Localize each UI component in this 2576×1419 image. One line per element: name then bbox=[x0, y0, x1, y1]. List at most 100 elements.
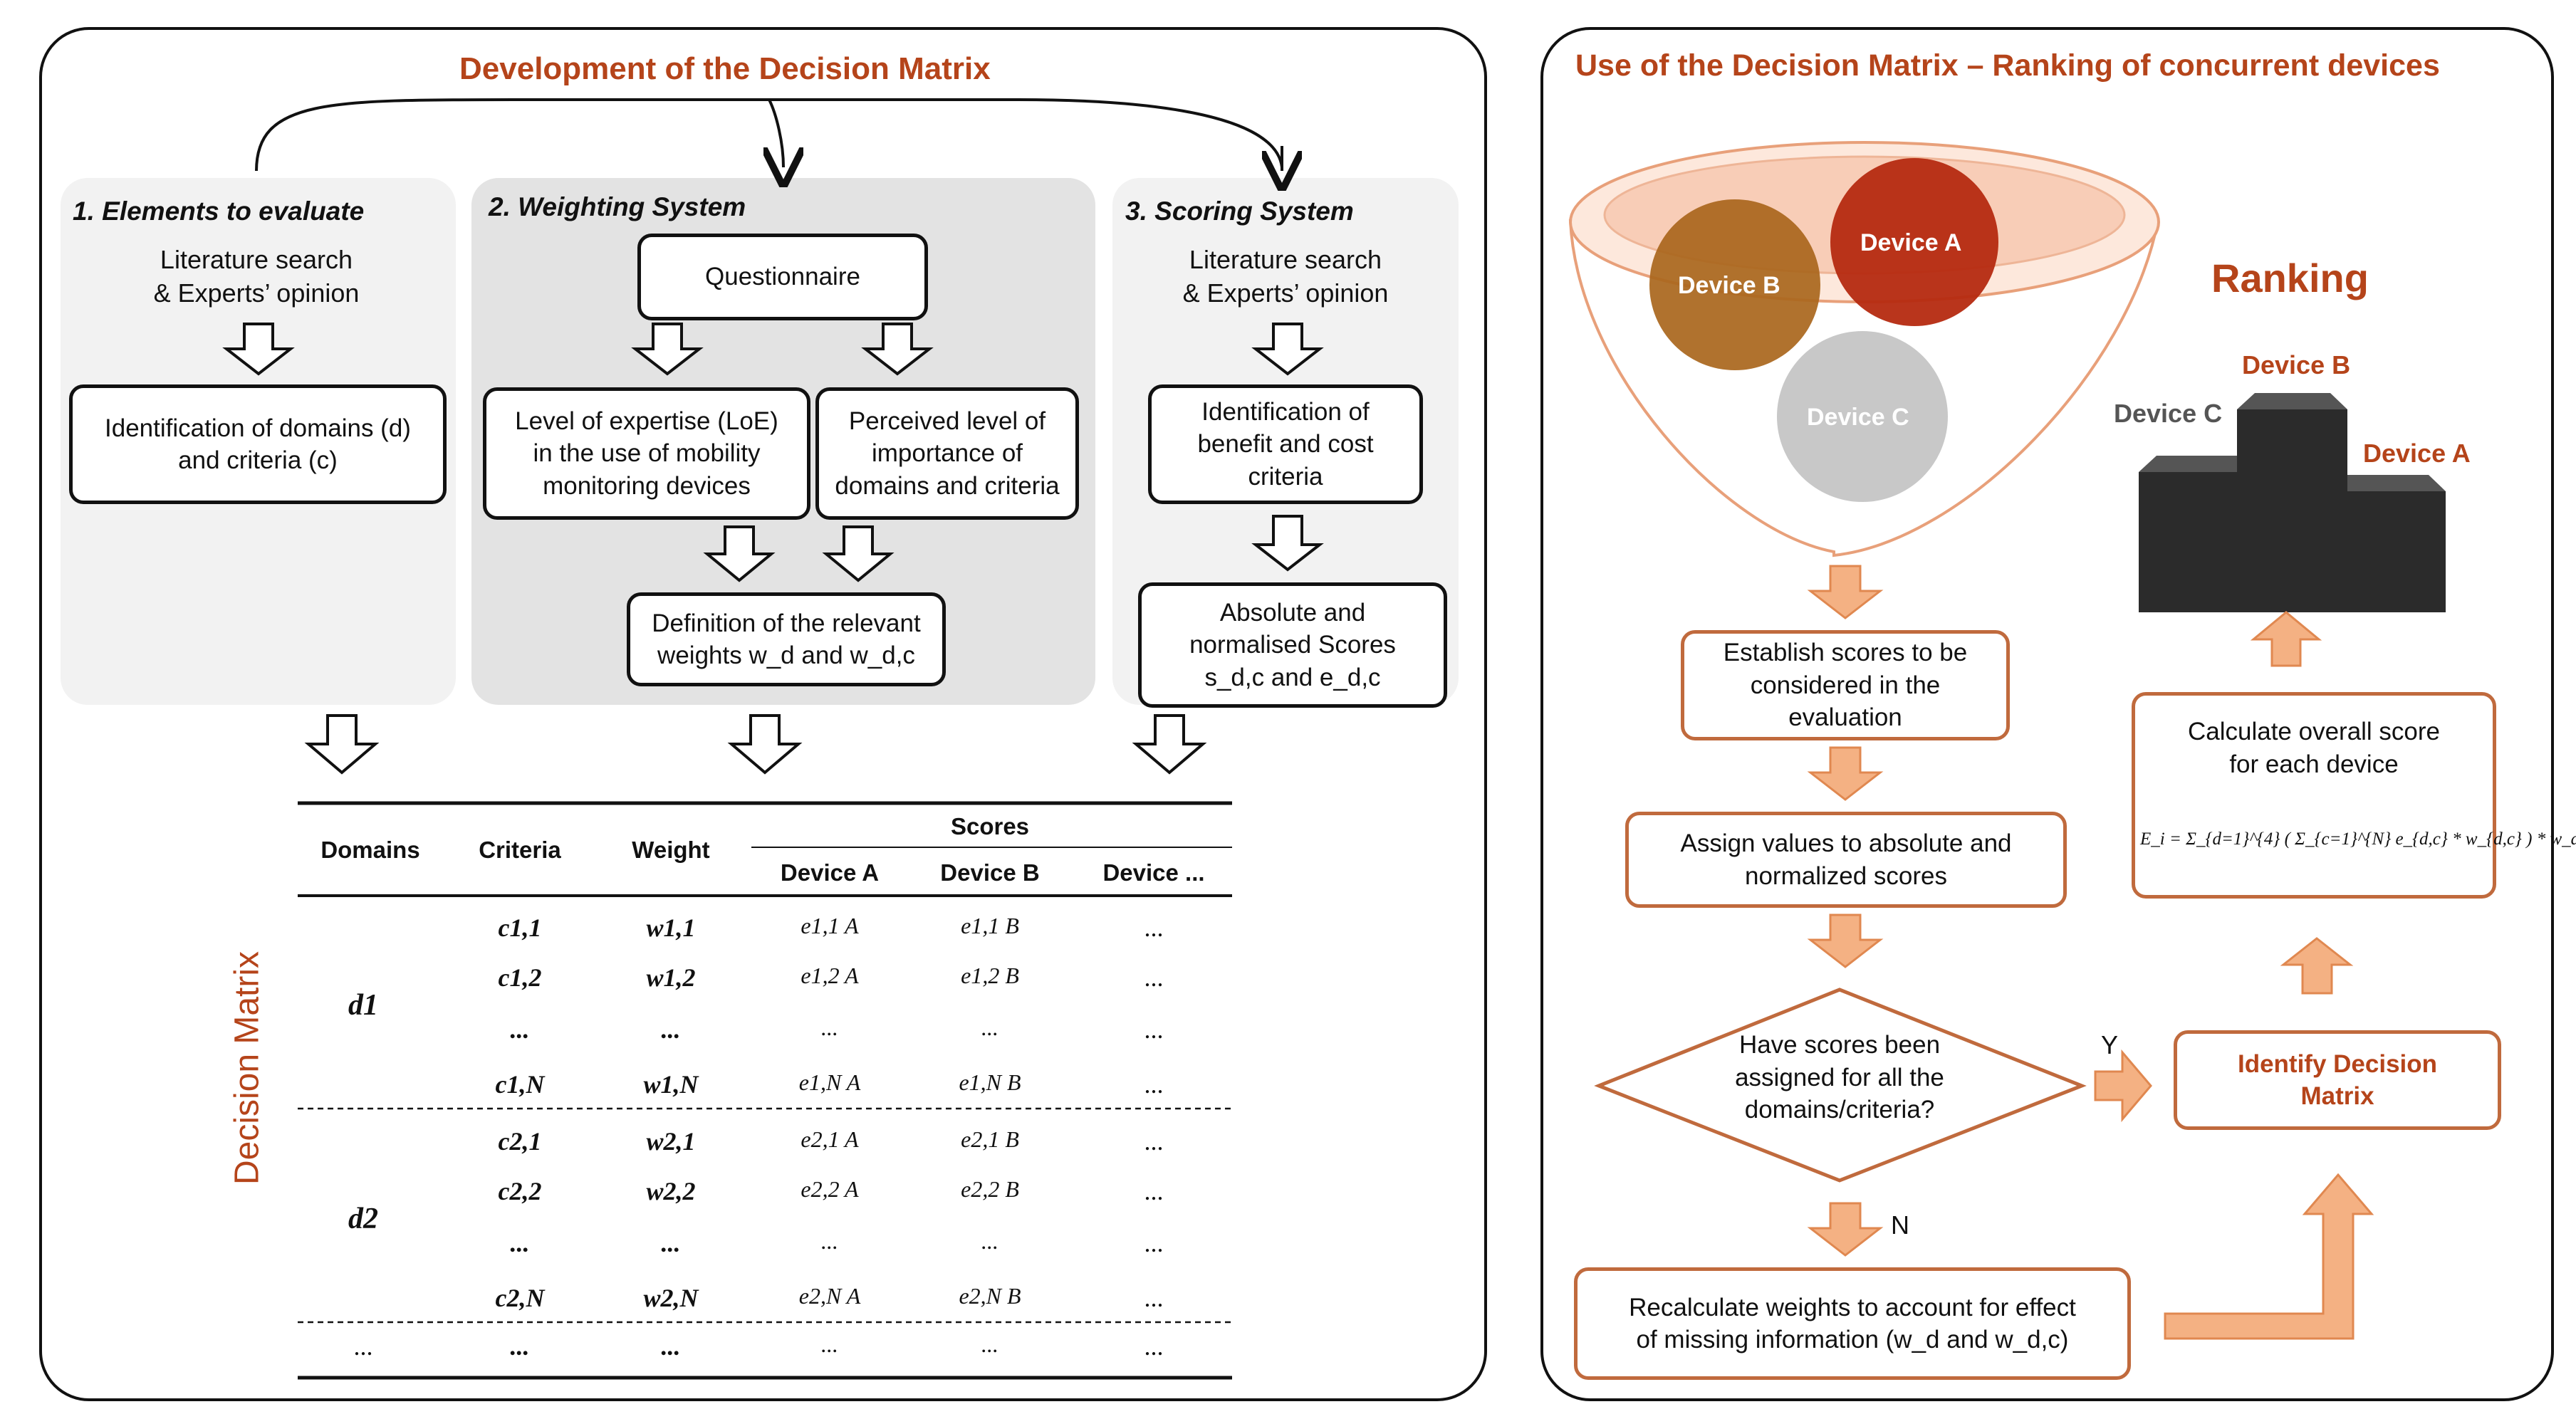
table-cell-b: e1,1 B bbox=[961, 913, 1019, 938]
table-cell-a: e1,1 A bbox=[801, 913, 859, 938]
ranking-title: Ranking bbox=[2211, 256, 2369, 300]
table-cell-b: e2,1 B bbox=[961, 1126, 1019, 1152]
table-cell-b: ... bbox=[981, 1015, 998, 1040]
table-cell-weight: ... bbox=[661, 1332, 681, 1361]
benefit-cost-text: Identification of benefit and cost crite… bbox=[1197, 397, 1374, 491]
arrow-establish-assign bbox=[1807, 746, 1884, 801]
table-cell-c: ... bbox=[1144, 913, 1164, 942]
table-cell-criteria: c1,2 bbox=[498, 963, 542, 992]
benefit-cost-box: Identification of benefit and cost crite… bbox=[1148, 384, 1423, 504]
section-1-title: 1. Elements to evaluate bbox=[73, 197, 365, 226]
assign-values-box: Assign values to absolute and normalized… bbox=[1625, 812, 2067, 908]
identify-matrix-text: Identify Decision Matrix bbox=[2237, 1049, 2438, 1111]
table-cell-a: e2,2 A bbox=[801, 1176, 859, 1202]
header-criteria: Criteria bbox=[479, 837, 561, 863]
table-cell-criteria: c2,2 bbox=[498, 1177, 542, 1205]
table-cell-weight: w2,1 bbox=[646, 1127, 696, 1156]
table-cell-criteria: c2,1 bbox=[498, 1127, 542, 1156]
table-cell-b: ... bbox=[981, 1331, 998, 1357]
domain-d2: d2 bbox=[348, 1203, 378, 1235]
table-cell-c: ... bbox=[1144, 1284, 1164, 1312]
recalculate-weights-text: Recalculate weights to account for effec… bbox=[1629, 1293, 2076, 1354]
arrow-loe-weights bbox=[703, 525, 776, 582]
device-b-circle bbox=[1649, 199, 1820, 370]
arrow-q-loe bbox=[631, 323, 704, 376]
arrow-to-table-3 bbox=[1132, 714, 1207, 775]
podium bbox=[2139, 393, 2446, 612]
table-cell-weight: ... bbox=[661, 1229, 681, 1257]
arrow-s3-down-2 bbox=[1251, 515, 1324, 572]
podium-third-top bbox=[2347, 475, 2446, 491]
podium-third bbox=[2347, 491, 2446, 612]
header-device-b: Device B bbox=[940, 859, 1040, 886]
section-2-title: 2. Weighting System bbox=[489, 192, 746, 221]
table-cell-criteria: c1,1 bbox=[498, 913, 542, 942]
domains-criteria-box: Identification of domains (d) and criter… bbox=[69, 384, 447, 504]
table-cell-weight: ... bbox=[661, 1015, 681, 1044]
device-a-circle bbox=[1830, 158, 1998, 326]
table-cell-c: ... bbox=[1144, 1229, 1164, 1257]
decision-question-text: Have scores been assigned for all the do… bbox=[1735, 1031, 1944, 1124]
top-flow-arc bbox=[255, 98, 1283, 172]
arrow-q-importance bbox=[861, 323, 934, 376]
table-cell-a: e1,2 A bbox=[801, 963, 859, 988]
importance-box: Perceived level of importance of domains… bbox=[815, 387, 1079, 520]
table-cell-b: e1,2 B bbox=[961, 963, 1019, 988]
table-cell-a: e2,N A bbox=[798, 1283, 861, 1309]
arrow-question-recalc bbox=[1807, 1202, 1884, 1257]
podium-second-top bbox=[2139, 456, 2237, 472]
header-device-etc: Device ... bbox=[1102, 859, 1205, 886]
header-scores: Scores bbox=[950, 813, 1030, 839]
device-c-label: Device C bbox=[1807, 404, 1909, 431]
arrow-s1-down bbox=[222, 323, 295, 376]
table-cell-c: ... bbox=[1144, 963, 1164, 992]
yes-label: Y bbox=[2101, 1030, 2119, 1059]
device-b-label: Device B bbox=[1678, 272, 1780, 299]
arrow-s3-down-1 bbox=[1251, 323, 1324, 376]
table-cell-criteria: c1,N bbox=[495, 1070, 545, 1099]
arrow-assign-question bbox=[1807, 913, 1884, 968]
arrow-to-table-2 bbox=[727, 714, 803, 775]
arrow-funnel-establish bbox=[1807, 565, 1884, 619]
table-cell-b: ... bbox=[981, 1228, 998, 1254]
table-cell-b: e2,N B bbox=[959, 1283, 1021, 1309]
arrow-recalc-identify bbox=[2164, 1173, 2374, 1340]
section-3-source: Literature search & Experts’ opinion bbox=[1182, 245, 1389, 308]
loe-text: Level of expertise (LoE) in the use of m… bbox=[515, 407, 778, 500]
table-cell-c: ... bbox=[1144, 1070, 1164, 1099]
weights-box: Definition of the relevant weights w_d a… bbox=[627, 592, 946, 686]
podium-first-top bbox=[2237, 393, 2347, 409]
left-panel-title: Development of the Decision Matrix bbox=[459, 51, 991, 86]
arc-arrow-to-weighting bbox=[769, 99, 783, 167]
table-cell-criteria: ... bbox=[510, 1332, 530, 1361]
domains-criteria-text: Identification of domains (d) and criter… bbox=[105, 414, 411, 475]
ranking-third-label: Device A bbox=[2363, 439, 2471, 468]
podium-first bbox=[2237, 409, 2347, 612]
assign-values-text: Assign values to absolute and normalized… bbox=[1680, 829, 2012, 890]
ranking-first-label: Device B bbox=[2242, 350, 2351, 379]
table-cell-weight: w1,2 bbox=[646, 963, 696, 992]
table-cell-criteria: c2,N bbox=[495, 1284, 545, 1312]
establish-scores-text: Establish scores to be considered in the… bbox=[1723, 639, 1968, 732]
table-cell-a: e1,N A bbox=[798, 1069, 861, 1095]
arrow-calculate-ranking bbox=[2250, 611, 2322, 667]
arrow-to-table-1 bbox=[304, 714, 380, 775]
table-cell-criteria: ... bbox=[510, 1229, 530, 1257]
scores-text: Absolute and normalised Scores s_d,c and… bbox=[1189, 598, 1396, 691]
device-a-label: Device A bbox=[1860, 229, 1962, 256]
section-3-title: 3. Scoring System bbox=[1125, 197, 1354, 226]
right-panel-title: Use of the Decision Matrix – Ranking of … bbox=[1575, 48, 2440, 83]
header-weight: Weight bbox=[632, 837, 710, 863]
table-cell-a: e2,1 A bbox=[801, 1126, 859, 1152]
decision-diamond bbox=[1594, 988, 2087, 1183]
establish-scores-box: Establish scores to be considered in the… bbox=[1681, 630, 2010, 740]
table-cell-weight: w2,N bbox=[643, 1284, 699, 1312]
table-cell-b: e1,N B bbox=[959, 1069, 1021, 1095]
domain-etc: ... bbox=[353, 1332, 373, 1361]
device-c-circle bbox=[1777, 331, 1948, 502]
header-device-a: Device A bbox=[780, 859, 880, 886]
loe-box: Level of expertise (LoE) in the use of m… bbox=[483, 387, 810, 520]
table-cell-weight: w1,N bbox=[643, 1070, 699, 1099]
table-cell-weight: w2,2 bbox=[646, 1177, 696, 1205]
